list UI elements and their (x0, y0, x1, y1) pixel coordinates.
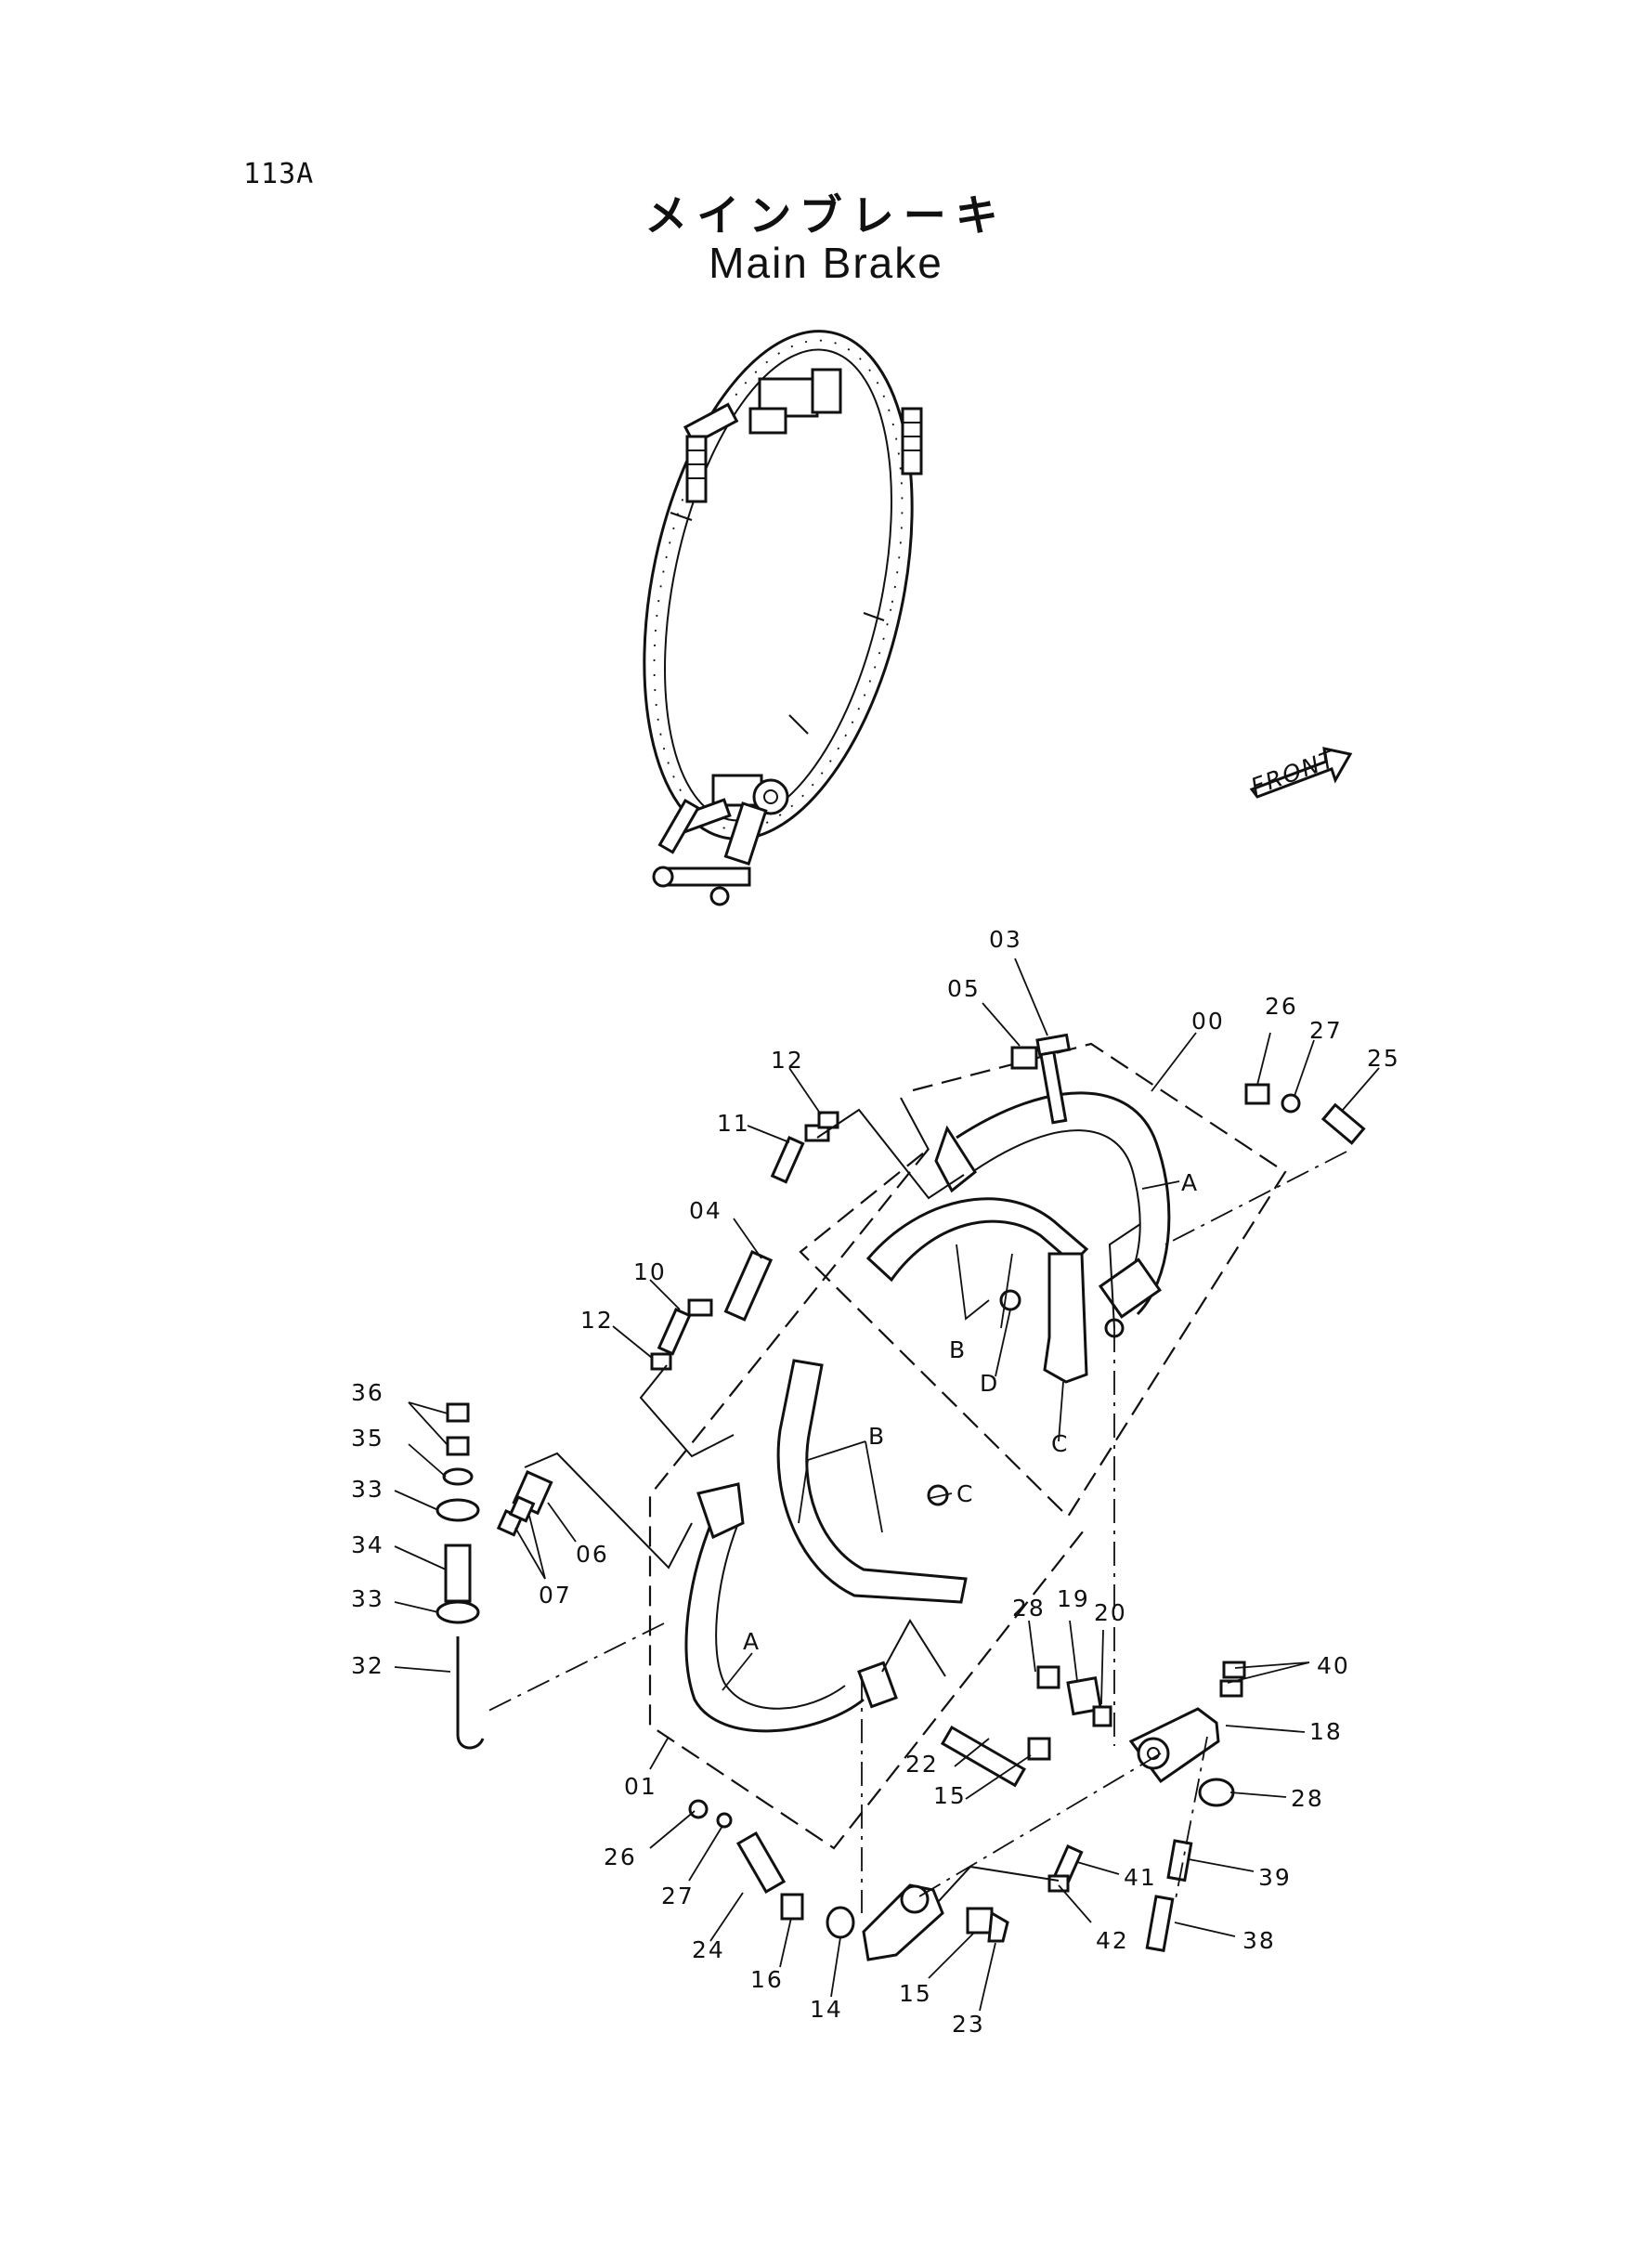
part-label-05: 05 (947, 975, 981, 1002)
part-label-23: 23 (952, 2011, 985, 2038)
part-label-14: 14 (810, 1996, 843, 2023)
part-label-24: 24 (692, 1936, 725, 1963)
part-label-19: 19 (1057, 1585, 1090, 1612)
part-label-42: 42 (1096, 1927, 1129, 1954)
ref-letter-a-lower: A (743, 1628, 761, 1655)
part-label-35: 35 (351, 1425, 384, 1452)
assembled-brake-illustration (643, 330, 923, 906)
part-label-15-lower: 15 (899, 1980, 932, 2007)
part-label-33-lower: 33 (351, 1585, 384, 1612)
part-label-07: 07 (539, 1582, 572, 1609)
part-label-33-upper: 33 (351, 1476, 384, 1503)
part-label-04: 04 (689, 1197, 722, 1224)
part-label-20: 20 (1094, 1599, 1127, 1626)
part-label-26-upper: 26 (1265, 993, 1298, 1020)
ref-letter-c-upper: C (1051, 1430, 1069, 1457)
part-label-00: 00 (1191, 1008, 1225, 1035)
part-label-06: 06 (576, 1541, 609, 1568)
part-label-18: 18 (1309, 1718, 1343, 1745)
ref-letter-b-lower: B (868, 1423, 886, 1450)
ref-letter-c-lower: C (956, 1480, 974, 1507)
part-label-36: 36 (351, 1379, 384, 1406)
front-direction-arrow: FRONT (1247, 745, 1353, 801)
part-label-38: 38 (1242, 1927, 1276, 1954)
part-label-10: 10 (633, 1258, 667, 1285)
part-label-40: 40 (1317, 1652, 1350, 1679)
part-label-32: 32 (351, 1652, 384, 1679)
ref-letter-b-upper: B (949, 1336, 967, 1363)
part-label-01: 01 (624, 1773, 657, 1800)
part-number-labels: 03 05 00 12 11 04 10 12 26 27 25 A B D C… (351, 926, 1400, 2038)
part-label-27-upper: 27 (1309, 1017, 1343, 1044)
ref-letter-a-upper: A (1181, 1169, 1199, 1196)
page-number: 113A (243, 158, 315, 190)
part-label-27-lower: 27 (661, 1883, 695, 1909)
page-title-japanese: メインブレーキ (644, 190, 1008, 241)
part-label-25: 25 (1367, 1045, 1400, 1072)
front-label: FRONT (1247, 745, 1340, 801)
part-label-15-upper: 15 (933, 1782, 967, 1809)
ref-letter-d: D (980, 1370, 999, 1397)
part-label-11: 11 (717, 1110, 750, 1137)
exploded-view (436, 1033, 1366, 1961)
part-label-12-upper: 12 (771, 1047, 804, 1074)
part-label-22: 22 (905, 1751, 939, 1778)
page-title-english: Main Brake (709, 239, 943, 287)
part-label-39: 39 (1258, 1864, 1292, 1891)
part-label-41: 41 (1124, 1864, 1157, 1891)
part-label-28-lower: 28 (1291, 1785, 1324, 1812)
part-label-28-upper: 28 (1012, 1595, 1046, 1622)
leader-lines (394, 958, 1380, 2012)
part-label-03: 03 (989, 926, 1022, 953)
part-label-16: 16 (750, 1966, 784, 1993)
part-label-12-lower: 12 (580, 1307, 614, 1334)
part-label-34: 34 (351, 1531, 384, 1558)
part-label-26-lower: 26 (604, 1844, 637, 1870)
